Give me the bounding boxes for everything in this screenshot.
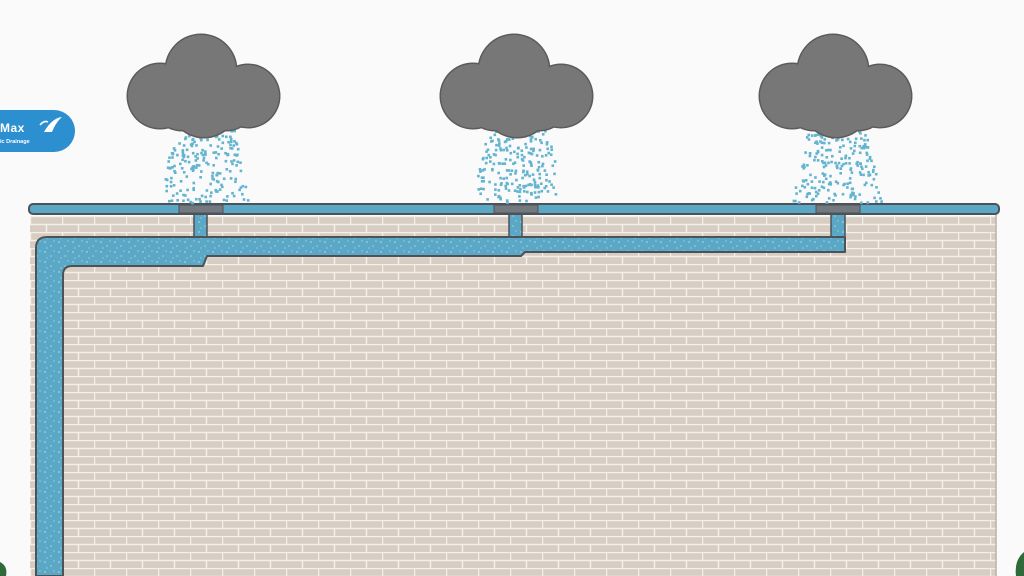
roof-outlet-right xyxy=(815,204,861,214)
roof-outlet-left xyxy=(178,204,224,214)
leaf-left-icon xyxy=(0,562,7,576)
roof-outlet-center xyxy=(493,204,539,214)
cloud-center-icon xyxy=(439,33,594,139)
brick-wall xyxy=(30,216,996,576)
collector-and-downpipe xyxy=(35,236,846,576)
logo-swoosh-accent-icon xyxy=(39,120,49,126)
logo-swoosh-icon xyxy=(44,117,62,132)
roof-outlets xyxy=(178,204,861,214)
logo-brand: Max xyxy=(0,121,25,135)
rain-cloud-left xyxy=(164,120,250,205)
cloud-left-icon xyxy=(126,33,281,139)
drainage-pipe-network xyxy=(35,212,846,576)
leaf-right-icon xyxy=(1015,552,1024,576)
logo-tagline: ic Drainage xyxy=(0,139,30,145)
clouds xyxy=(126,33,913,139)
cloud-right-icon xyxy=(758,33,913,139)
